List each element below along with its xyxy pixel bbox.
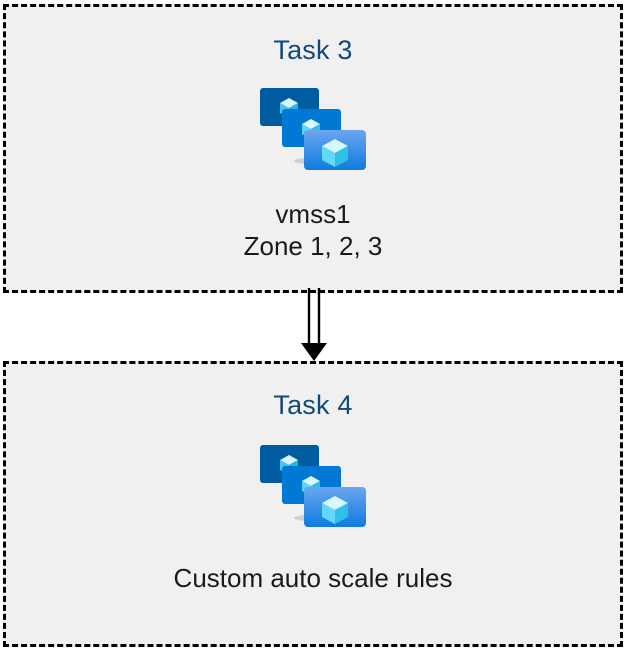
task-3-title: Task 3 — [273, 35, 353, 65]
task-4-title: Task 4 — [273, 390, 353, 420]
task-4-captions: Custom auto scale rules — [174, 562, 453, 594]
vm-scale-set-icon — [260, 88, 366, 170]
double-line-arrow-icon — [301, 288, 327, 361]
vm-scale-set-icon — [260, 445, 366, 527]
task-4-caption-line-1: Custom auto scale rules — [173, 563, 453, 593]
task-3-captions: vmss1 Zone 1, 2, 3 — [244, 198, 383, 262]
task-3-caption-line-1: vmss1 — [275, 199, 351, 229]
task-box-task-4: Task 4 — [3, 361, 623, 647]
task-box-task-3: Task 3 — [3, 4, 623, 293]
task-3-caption-line-2: Zone 1, 2, 3 — [243, 231, 383, 262]
